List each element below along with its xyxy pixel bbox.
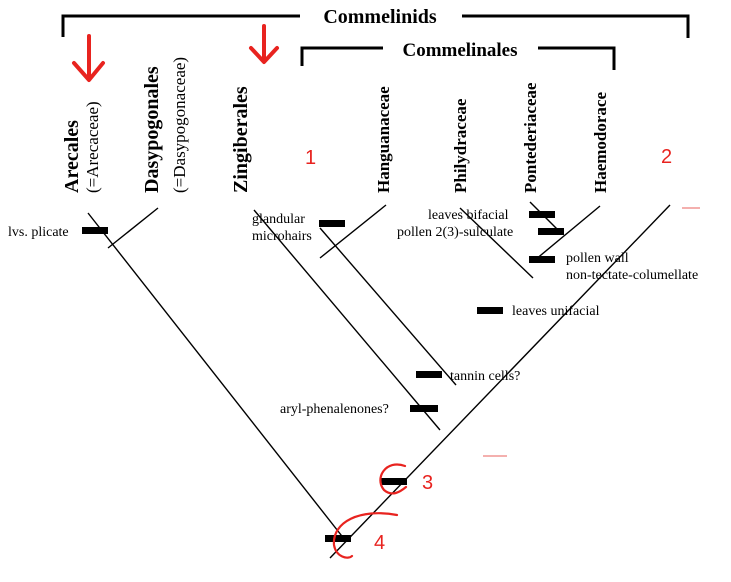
commelinids-title: Commelinids: [323, 6, 437, 28]
taxon-hanguanaceae: Hanguanaceae: [374, 86, 393, 193]
branch-haemodorace: [534, 205, 601, 261]
bar-tannin-cells: [416, 371, 442, 378]
taxon-dasypogonales-alt: (=Dasypogonaceae): [170, 57, 189, 193]
annotation-number-2: 2: [661, 146, 672, 168]
commelinales-bracket: [300, 46, 616, 70]
tree-branches: [87, 201, 671, 559]
label-non-tectate: non-tectate-columellate: [566, 268, 698, 283]
label-glandular: glandular: [252, 212, 305, 227]
label-microhairs: microhairs: [252, 229, 312, 244]
bar-glandular-microhairs: [319, 220, 345, 227]
label-leaves-bifacial: leaves bifacial: [428, 208, 509, 223]
character-bars: [82, 211, 564, 542]
arrow-down-icon-arecales: [72, 34, 105, 82]
bar-node-3: [381, 478, 407, 485]
commelinales-title: Commelinales: [402, 40, 517, 61]
branch-arecales: [87, 212, 346, 541]
hook-node-4: [332, 512, 399, 559]
branch-dasypogonales: [107, 207, 159, 249]
taxon-haemodorace: Haemodorace: [591, 92, 610, 193]
bar-lvs-plicate: [82, 227, 108, 234]
bar-aryl-phenalenones: [410, 405, 438, 412]
label-lvs-plicate: lvs. plicate: [8, 225, 69, 240]
bar-node-4: [325, 535, 351, 542]
arrow-down-icon-zingiberales: [249, 24, 279, 64]
branch-main-spine: [329, 204, 671, 559]
label-pollen-wall: pollen wall: [566, 251, 629, 266]
taxon-arecales-alt: (=Arecaceae): [83, 101, 102, 193]
bar-pollen-sulculate: [538, 228, 564, 235]
faint-marks: [483, 207, 700, 457]
taxon-dasypogonales: Dasypogonales: [141, 66, 163, 193]
branch-philydraceae: [459, 207, 534, 279]
bar-leaves-unifacial: [477, 307, 503, 314]
taxon-pontederiaceae: Pontederiaceae: [521, 82, 540, 193]
commelinids-bracket: [61, 14, 690, 38]
bar-pollen-wall: [529, 256, 555, 263]
annotation-number-3: 3: [422, 472, 433, 494]
taxon-zingiberales: Zingiberales: [230, 86, 252, 193]
hook-node-3: [379, 463, 408, 495]
number-annotations: 1 2 3 4: [305, 146, 672, 554]
label-tannin-cells: tannin cells?: [450, 369, 520, 384]
branch-hanguanaceae-stem: [319, 227, 457, 386]
taxon-philydraceae: Philydraceae: [451, 98, 470, 193]
annotation-hooks: [332, 463, 408, 559]
annotation-number-1: 1: [305, 147, 316, 169]
annotation-number-4: 4: [374, 532, 385, 554]
label-pollen-sulculate: pollen 2(3)-sulculate: [397, 225, 513, 240]
bar-leaves-bifacial: [529, 211, 555, 218]
branch-zingiberales: [253, 209, 441, 431]
taxon-arecales: Arecales: [61, 120, 83, 193]
annotation-arrows: [72, 24, 279, 82]
label-aryl-phenalenones: aryl-phenalenones?: [280, 402, 389, 417]
branch-hanguanaceae: [319, 204, 387, 259]
label-leaves-unifacial: leaves unifacial: [512, 304, 600, 319]
